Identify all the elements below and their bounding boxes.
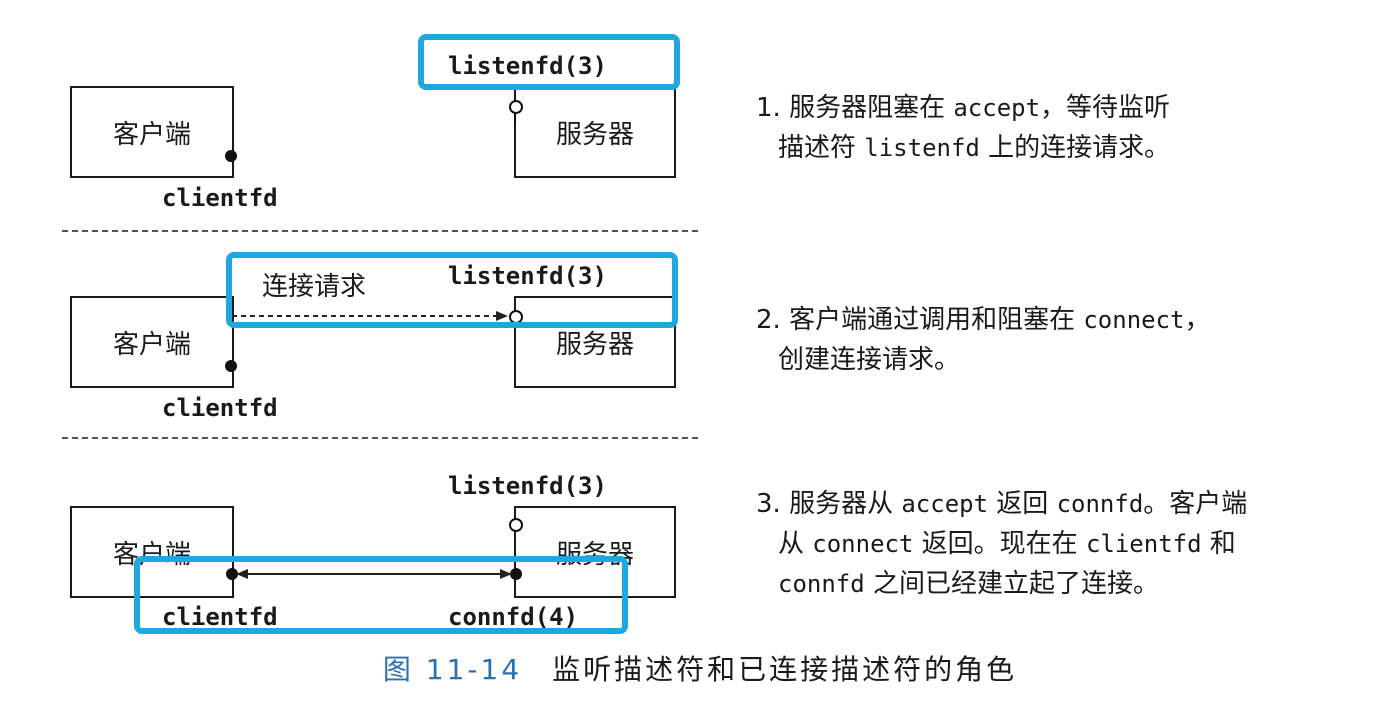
server-label-3: 服务器	[555, 539, 634, 570]
connfd-socket	[510, 568, 522, 580]
divider-1	[62, 230, 698, 232]
listenfd-socket-3	[509, 518, 523, 532]
code-term: listenfd	[864, 134, 980, 162]
client-label-2: 客户端	[112, 329, 191, 360]
description-text: 1. 服务器阻塞在	[756, 93, 954, 123]
description-3: 3. 服务器从 accept 返回 connfd。客户端从 connect 返回…	[756, 484, 1247, 604]
description-line: connfd 之间已经建立起了连接。	[756, 564, 1247, 604]
description-2: 2. 客户端通过调用和阻塞在 connect， 创建连接请求。	[756, 300, 1211, 380]
description-text: 2. 客户端通过调用和阻塞在	[756, 305, 1084, 335]
description-line: 描述符 listenfd 上的连接请求。	[756, 128, 1170, 168]
listenfd-label-3: listenfd(3)	[448, 472, 607, 500]
clientfd-socket-2	[225, 360, 237, 372]
figure-caption: 图 11-14 监听描述符和已连接描述符的角色	[0, 648, 1400, 688]
client-label-3: 客户端	[112, 539, 191, 570]
description-1: 1. 服务器阻塞在 accept，等待监听描述符 listenfd 上的连接请求…	[756, 88, 1170, 168]
description-line: 从 connect 返回。现在在 clientfd 和	[756, 524, 1247, 564]
server-label-2: 服务器	[555, 329, 634, 360]
server-box-2: 服务器	[514, 296, 676, 388]
clientfd-socket-3	[226, 568, 238, 580]
divider-2	[62, 437, 698, 439]
code-term: connfd	[1056, 490, 1144, 518]
clientfd-label-1: clientfd	[162, 184, 278, 212]
description-text: 和	[1201, 529, 1236, 559]
description-text: 之间已经建立起了连接。	[864, 569, 1159, 599]
code-term: connect	[1083, 306, 1185, 334]
clientfd-socket-1	[225, 150, 237, 162]
server-label-1: 服务器	[555, 119, 634, 150]
request-label: 连接请求	[262, 272, 367, 302]
description-line: 1. 服务器阻塞在 accept，等待监听	[756, 88, 1170, 128]
code-term: connfd	[778, 570, 865, 598]
description-text: ，等待监听	[1040, 93, 1171, 123]
description-line: 创建连接请求。	[756, 340, 1211, 380]
figure-number: 图 11-14	[382, 653, 523, 686]
description-text: 从	[778, 529, 813, 559]
description-text: 返回	[988, 489, 1057, 519]
listenfd-label-2: listenfd(3)	[448, 262, 607, 290]
client-box-3: 客户端	[70, 506, 234, 598]
client-box-1: 客户端	[70, 86, 234, 178]
code-term: accept	[953, 94, 1041, 122]
description-text: 创建连接请求。	[778, 345, 961, 375]
connfd-label: connfd(4)	[448, 603, 579, 631]
code-term: clientfd	[1085, 530, 1202, 558]
clientfd-label-3: clientfd	[162, 603, 278, 631]
figure-title: 监听描述符和已连接描述符的角色	[552, 653, 1018, 686]
description-text: 返回。现在在	[913, 529, 1086, 559]
code-term: connect	[812, 530, 914, 558]
description-text: 描述符	[778, 133, 865, 163]
description-line: 2. 客户端通过调用和阻塞在 connect，	[756, 300, 1211, 340]
code-term: accept	[901, 490, 989, 518]
description-text: 上的连接请求。	[979, 133, 1171, 163]
client-box-2: 客户端	[70, 296, 234, 388]
listenfd-stem-1	[514, 112, 516, 124]
description-text: ，	[1184, 305, 1211, 335]
description-text: 3. 服务器从	[756, 489, 902, 519]
client-label-1: 客户端	[112, 119, 191, 150]
server-box-1: 服务器	[514, 86, 676, 178]
listenfd-label-1: listenfd(3)	[448, 52, 607, 80]
server-box-3: 服务器	[514, 506, 676, 598]
description-text: 。客户端	[1143, 489, 1248, 519]
listenfd-socket-1	[509, 100, 523, 114]
clientfd-label-2: clientfd	[162, 394, 278, 422]
description-line: 3. 服务器从 accept 返回 connfd。客户端	[756, 484, 1247, 524]
